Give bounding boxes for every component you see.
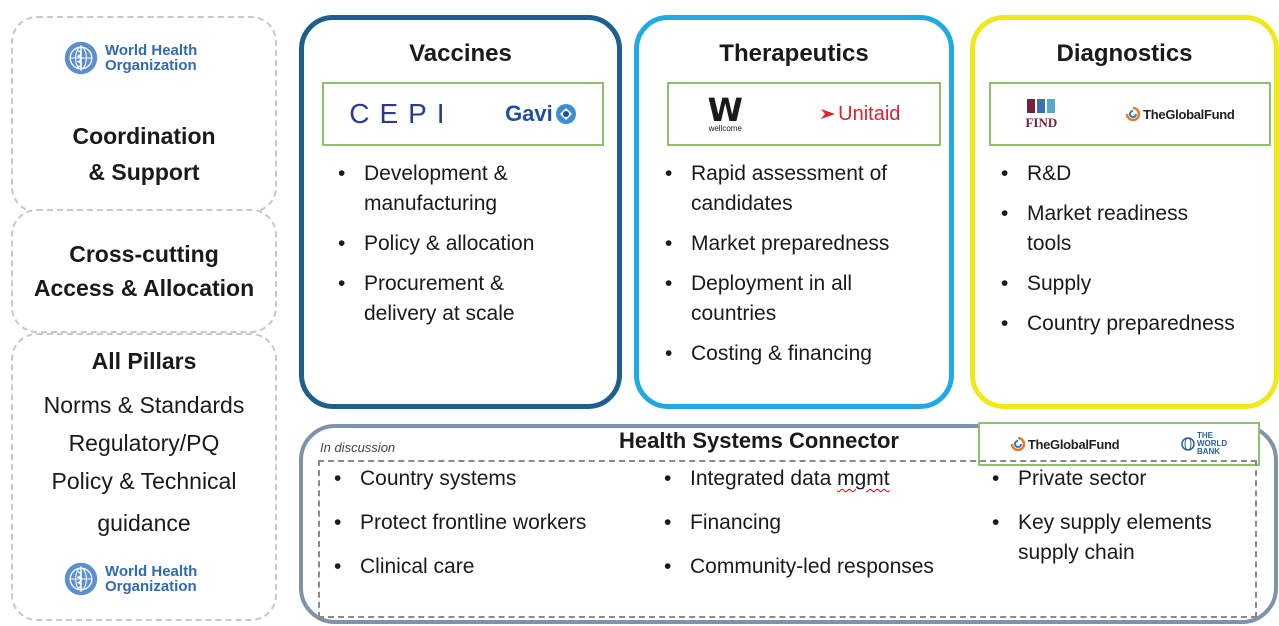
diagnostics-title: Diagnostics <box>1056 40 1193 67</box>
cepi-logo: CEPI <box>349 98 455 129</box>
wellcome-logo: W <box>707 90 743 129</box>
list-item: Clinical care <box>326 552 586 582</box>
therapeutics-title: Therapeutics <box>719 40 869 67</box>
global-fund-logo: TheGlobalFund <box>1143 106 1235 122</box>
wellcome-logo-sub: wellcome <box>708 123 742 133</box>
cross-cutting-title-line1: Cross-cutting <box>69 241 219 267</box>
world-bank-logo-line: WORLD <box>1196 439 1228 448</box>
list-item: Market preparedness <box>657 229 889 259</box>
all-pillars-title: All Pillars <box>91 348 197 374</box>
unitaid-logo: Unitaid <box>838 102 901 125</box>
list-item: R&D <box>993 159 1235 189</box>
cross-cutting-box: Cross-cutting Access & Allocation <box>11 209 277 333</box>
who-emblem-icon <box>64 41 98 75</box>
find-logo: FIND <box>1025 115 1058 130</box>
list-item: Costing & financing <box>657 339 889 369</box>
health-systems-col2: Integrated data mgmt Financing Community… <box>656 464 934 592</box>
in-discussion-dashed-area: In discussion Country systems Protect fr… <box>318 440 1257 618</box>
list-item: Financing <box>656 508 934 538</box>
who-logo-line2: Organization <box>105 57 197 74</box>
vaccines-title: Vaccines <box>409 40 512 67</box>
who-emblem-icon <box>64 562 98 596</box>
health-systems-col3: Private sector Key supply elementssupply… <box>984 464 1212 578</box>
list-item: Integrated data mgmt <box>656 464 934 494</box>
in-discussion-label: In discussion <box>320 440 396 455</box>
all-pillars-line: Norms & Standards <box>43 392 245 418</box>
vaccines-pillar: Vaccines CEPI Gavi Development &manufact… <box>299 15 622 409</box>
coordination-title-line1: Coordination <box>72 123 216 149</box>
find-logo-icon <box>1027 99 1056 113</box>
world-bank-icon <box>1181 437 1195 451</box>
diagnostics-pillar: Diagnostics FIND TheGlobalFund R&D Marke… <box>970 15 1279 409</box>
global-fund-icon <box>1010 437 1025 451</box>
cross-cutting-title-line2: Access & Allocation <box>33 275 255 301</box>
who-logo-line1: World Health <box>105 563 198 580</box>
list-item: Development &manufacturing <box>330 159 534 219</box>
list-item: Private sector <box>984 464 1212 494</box>
list-item: Procurement &delivery at scale <box>330 269 534 329</box>
vaccines-list: Development &manufacturing Policy & allo… <box>330 159 534 339</box>
world-bank-logo-line: BANK <box>1196 447 1221 456</box>
therapeutics-pillar: Therapeutics W wellcome Unitaid Rapid as… <box>634 15 954 409</box>
list-item: Supply <box>993 269 1235 299</box>
global-fund-logo: TheGlobalFund <box>1027 436 1120 452</box>
list-item: Country systems <box>326 464 586 494</box>
who-logo-line2: Organization <box>105 578 197 595</box>
list-item: Protect frontline workers <box>326 508 586 538</box>
gavi-logo: Gavi <box>505 101 553 126</box>
therapeutics-logo-strip: W wellcome Unitaid <box>667 82 941 146</box>
unitaid-plane-icon <box>821 109 836 119</box>
who-logo-bottom: World Health Organization <box>63 561 197 597</box>
all-pillars-line: Regulatory/PQ <box>68 430 220 456</box>
all-pillars-line: guidance <box>97 510 191 536</box>
list-item: Community-led responses <box>656 552 934 582</box>
health-systems-title: Health Systems Connector <box>619 428 899 453</box>
list-item: Policy & allocation <box>330 229 534 259</box>
list-item: Country preparedness <box>993 309 1235 339</box>
vaccines-logo-strip: CEPI Gavi <box>322 82 604 146</box>
global-fund-icon <box>1126 107 1141 121</box>
diagnostics-logo-strip: FIND TheGlobalFund <box>989 82 1271 146</box>
who-logo-line1: World Health <box>105 42 198 59</box>
all-pillars-box: All Pillars Norms & Standards Regulatory… <box>11 333 277 621</box>
health-systems-col1: Country systems Protect frontline worker… <box>326 464 586 592</box>
gavi-globe-icon <box>555 104 576 124</box>
who-logo-top: World Health Organization <box>63 40 197 76</box>
health-systems-box: Health Systems Connector TheGlobalFund T… <box>299 422 1278 624</box>
all-pillars-line: Policy & Technical <box>51 468 237 494</box>
coordination-title-line2: & Support <box>88 159 200 185</box>
coordination-support-box: World Health Organization Coordination &… <box>11 16 277 213</box>
world-bank-logo-line: THE <box>1196 431 1213 440</box>
